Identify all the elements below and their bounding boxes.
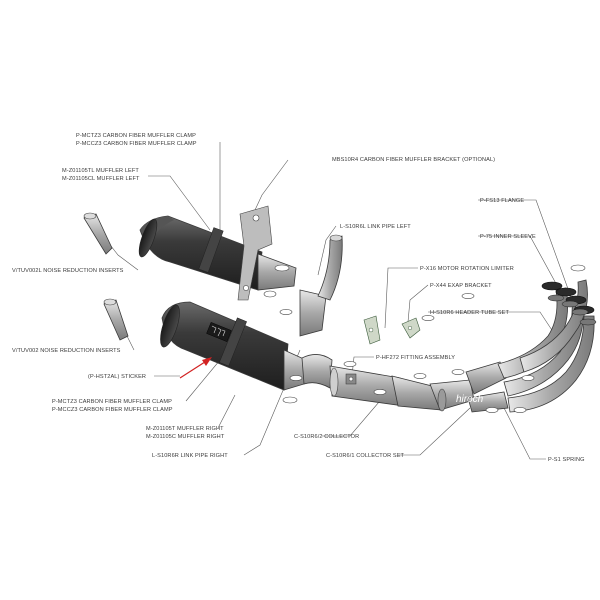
label-collector-set: C-S10R6/1 COLLECTOR SET — [326, 453, 405, 459]
label-muffler-right-2: M-Z01105C MUFFLER RIGHT — [146, 434, 225, 440]
label-flange: P-FS13 FLANGE — [480, 198, 524, 204]
motor-limiter-part — [363, 315, 381, 345]
link-pipe-left — [299, 234, 343, 337]
label-sticker: (P-HST2AL) STICKER — [88, 374, 146, 380]
leader-exap — [407, 284, 429, 323]
label-noise-right: V/TUV002 NOISE REDUCTION INSERTS — [12, 348, 121, 354]
leader-link-left — [317, 225, 337, 276]
leader-collector-set — [398, 407, 471, 456]
leader-muffler-left — [148, 175, 211, 231]
leader-lines — [99, 142, 573, 460]
muffler-left — [138, 215, 297, 291]
label-bracket: MBS10R4 CARBON FIBER MUFFLER BRACKET (OP… — [332, 157, 495, 163]
muffler-right — [160, 301, 307, 391]
leader-inner-sleeve — [478, 235, 566, 301]
springs-and-clamps — [274, 264, 535, 413]
part-labels: P-MCTZ3 CARBON FIBER MUFFLER CLAMP P-MCC… — [12, 133, 585, 463]
noise-insert-left — [83, 212, 113, 255]
label-muffler-right-1: M-Z01105T MUFFLER RIGHT — [146, 426, 224, 432]
label-clamp-top-2: P-MCCZ3 CARBON FIBER MUFFLER CLAMP — [76, 141, 197, 147]
label-noise-left: V/TUV002L NOISE REDUCTION INSERTS — [12, 268, 124, 274]
label-clamp-top-1: P-MCTZ3 CARBON FIBER MUFFLER CLAMP — [76, 133, 196, 139]
label-collector: C-S10R6/2 COLLECTOR — [294, 434, 359, 440]
leader-collector — [322, 394, 386, 437]
leader-spring — [499, 399, 546, 460]
label-link-pipe-right: L-S10R6R LINK PIPE RIGHT — [152, 453, 228, 459]
label-inner-sleeve: P-75 INNER SLEEVE — [480, 234, 536, 240]
leader-clamp-bottom — [185, 359, 221, 402]
noise-insert-right — [103, 298, 129, 341]
label-spring: P-S1 SPRING — [548, 457, 585, 463]
leader-motor — [384, 267, 418, 329]
label-muffler-left-1: M-Z01105TL MUFFLER LEFT — [62, 168, 139, 174]
link-pipe-right — [301, 354, 333, 389]
label-clamp-bottom-2: P-MCCZ3 CARBON FIBER MUFFLER CLAMP — [52, 407, 173, 413]
leader-bracket — [254, 159, 289, 211]
fitting-assembly-part — [345, 373, 357, 385]
label-header-tube: H-S10R6 HEADER TUBE SET — [430, 310, 509, 316]
exap-bracket-part — [401, 317, 421, 339]
sticker-arrow — [179, 357, 212, 379]
flange-stack — [541, 264, 597, 326]
label-clamp-bottom-1: P-MCTZ3 CARBON FIBER MUFFLER CLAMP — [52, 399, 172, 405]
muffler-bracket — [237, 205, 277, 301]
leader-muffler-right — [217, 394, 236, 429]
label-fitting: P-HF272 FITTING ASSEMBLY — [376, 355, 455, 361]
label-muffler-left-2: M-Z01105CL MUFFLER LEFT — [62, 176, 140, 182]
label-motor-limiter: P-X16 MOTOR ROTATION LIMITER — [420, 266, 514, 272]
label-exap-bracket: P-X44 EXAP BRACKET — [430, 283, 492, 289]
watermark: hiroch — [456, 394, 484, 405]
label-link-pipe-left: L-S10R6L LINK PIPE LEFT — [340, 224, 411, 230]
leader-flange — [478, 199, 573, 301]
